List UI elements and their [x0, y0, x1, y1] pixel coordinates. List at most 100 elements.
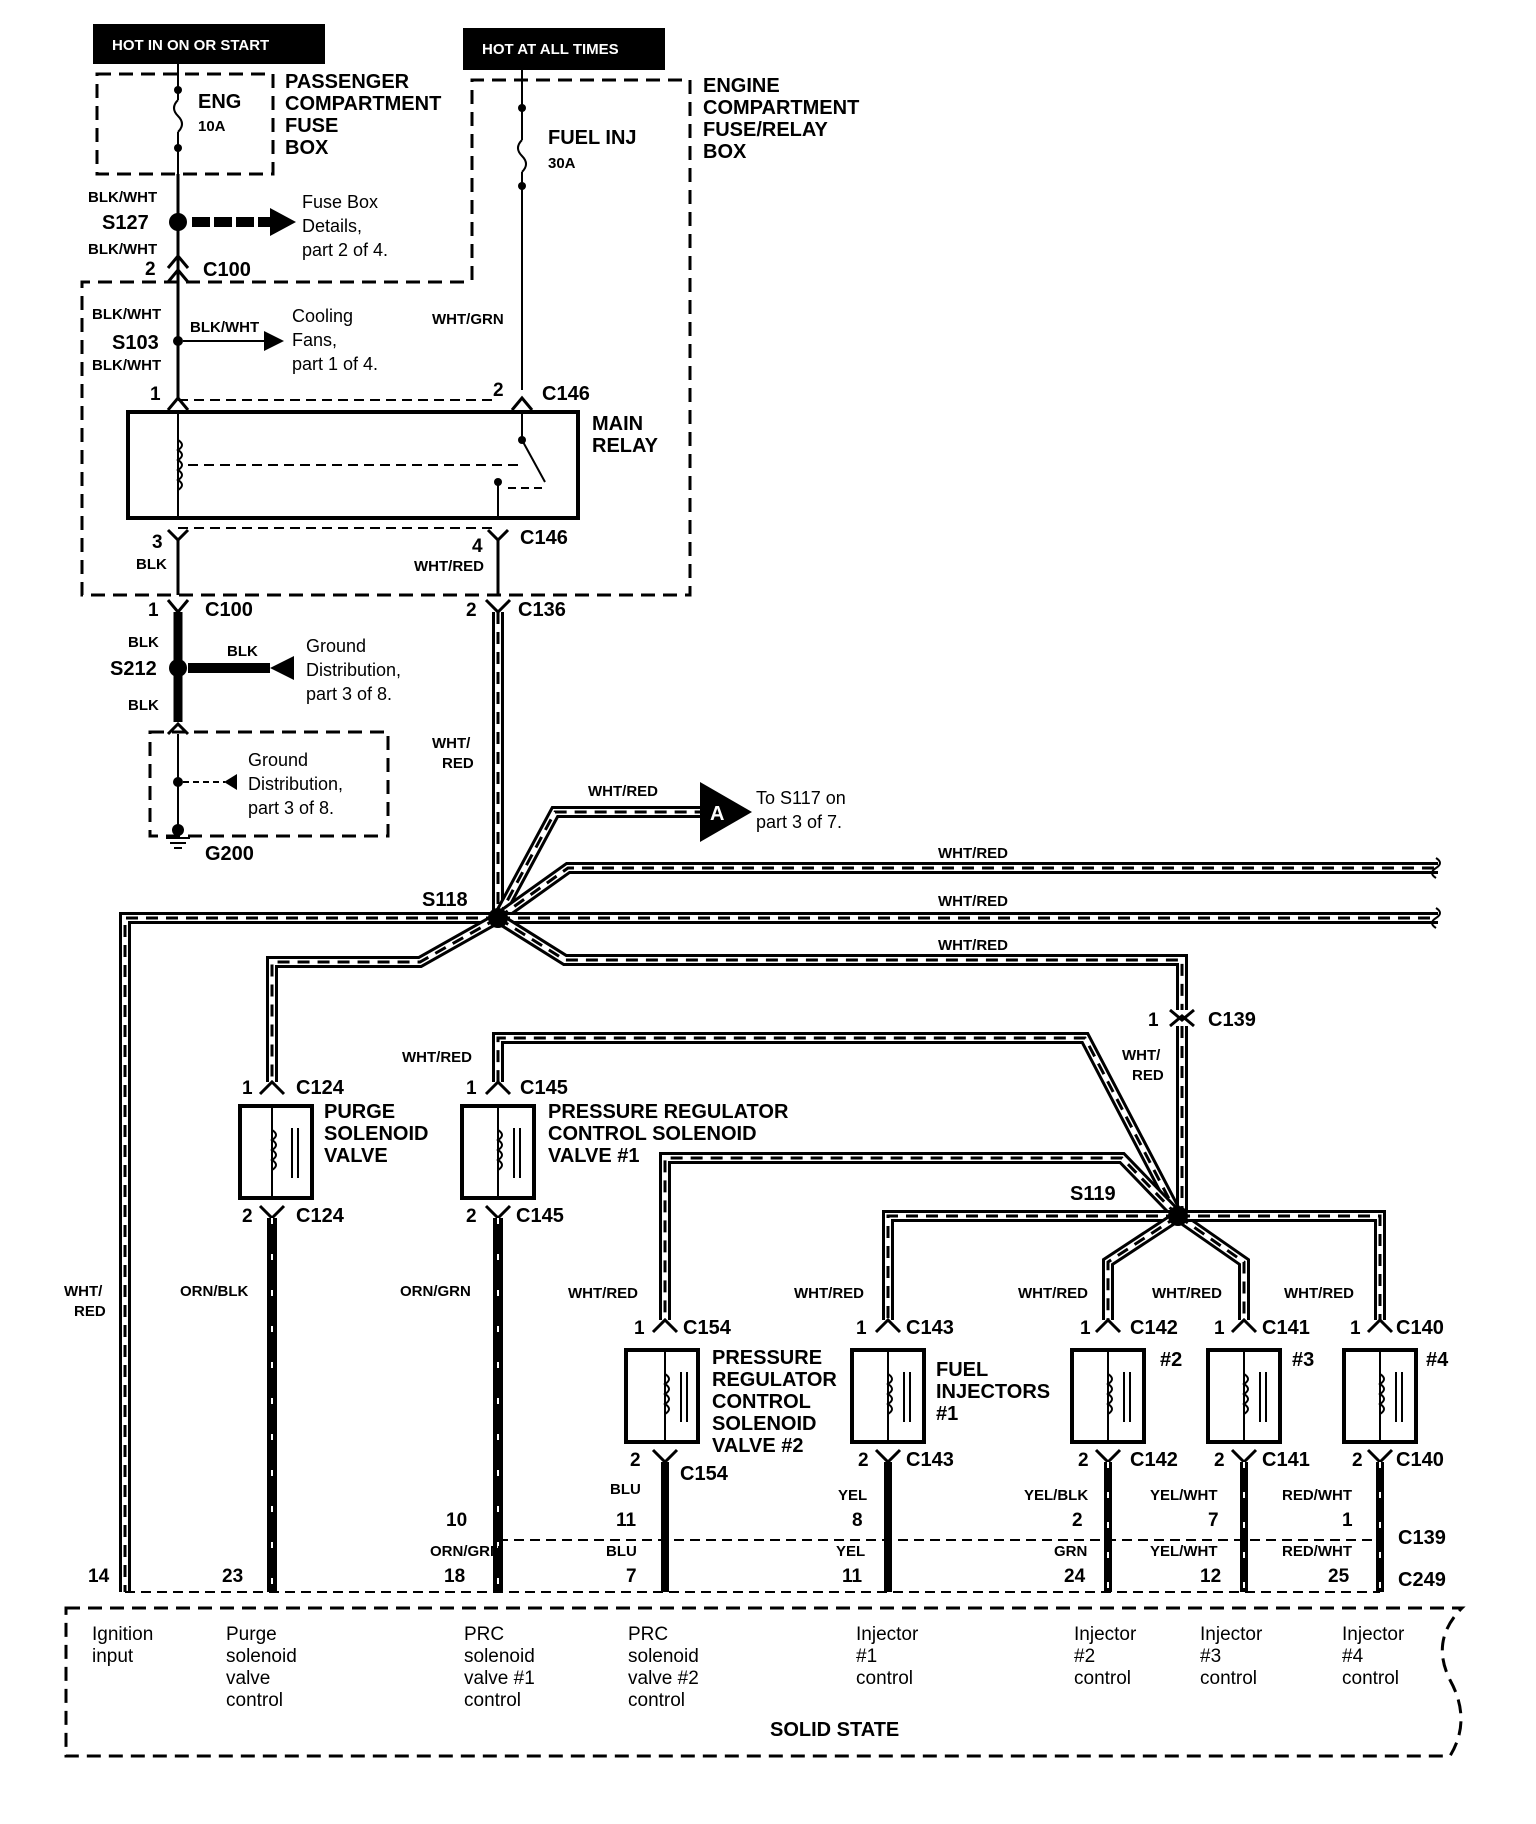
svg-text:C136: C136	[518, 599, 566, 621]
svg-text:C143: C143	[906, 1317, 954, 1339]
fuel-injector-1: 1 C143 WHT/RED FUEL INJECTORS #1 2 C143 …	[794, 1285, 1050, 1592]
cooling-fans-ref: BLK/WHT Cooling Fans, part 1 of 4.	[183, 306, 378, 374]
prc-solenoid-valve-1: 1 C145 PRESSURE REGULATOR CONTROL SOLENO…	[400, 1077, 789, 1592]
svg-text:10: 10	[446, 1510, 467, 1531]
solid-state-title: SOLID STATE	[770, 1719, 899, 1741]
svg-text:RED/WHT: RED/WHT	[1282, 1487, 1352, 1504]
fuel-inj-fuse-name: FUEL INJ	[548, 127, 637, 149]
svg-text:ORN/GRN: ORN/GRN	[400, 1283, 471, 1300]
svg-text:YEL/WHT: YEL/WHT	[1150, 1543, 1218, 1560]
svg-text:C100: C100	[205, 599, 253, 621]
svg-text:C146: C146	[520, 527, 568, 549]
fuel-inj-fuse: FUEL INJ 30A	[517, 70, 637, 390]
fuel-injector-2: 1 C142 WHT/RED #2 2 C142 YEL/BLK	[1018, 1285, 1182, 1592]
svg-text:RED: RED	[442, 755, 474, 772]
svg-text:Purge: Purge	[226, 1624, 277, 1645]
svg-text:FUSE/RELAY: FUSE/RELAY	[703, 119, 829, 141]
svg-text:C140: C140	[1396, 1449, 1444, 1471]
svg-text:REGULATOR: REGULATOR	[712, 1369, 837, 1391]
svg-text:valve: valve	[226, 1668, 270, 1689]
svg-text:#2: #2	[1074, 1646, 1095, 1667]
svg-text:1: 1	[856, 1318, 867, 1339]
svg-text:S119: S119	[1070, 1183, 1116, 1205]
svg-text:C142: C142	[1130, 1317, 1178, 1339]
svg-text:WHT/: WHT/	[1122, 1047, 1161, 1064]
svg-text:#4: #4	[1342, 1646, 1364, 1667]
svg-text:RELAY: RELAY	[592, 435, 659, 457]
svg-text:SOLENOID: SOLENOID	[712, 1413, 816, 1435]
svg-text:3: 3	[152, 532, 163, 553]
svg-text:MAIN: MAIN	[592, 413, 643, 435]
svg-text:S127: S127	[102, 212, 149, 234]
svg-text:BLK/WHT: BLK/WHT	[92, 357, 161, 374]
c249-row: 14 23 18 7 11 24 12 25 C249 ORN/GRN BLU …	[64, 1283, 1446, 1593]
svg-text:COMPARTMENT: COMPARTMENT	[285, 93, 441, 115]
svg-text:BLU: BLU	[610, 1481, 641, 1498]
svg-text:1: 1	[1080, 1318, 1091, 1339]
svg-text:control: control	[1074, 1668, 1131, 1689]
svg-text:2: 2	[466, 600, 477, 621]
svg-text:Ground: Ground	[306, 636, 366, 656]
svg-text:1: 1	[634, 1318, 645, 1339]
svg-text:BOX: BOX	[703, 141, 747, 163]
svg-text:S212: S212	[110, 658, 157, 680]
svg-text:A: A	[710, 803, 724, 825]
svg-text:BLK: BLK	[128, 634, 159, 651]
svg-text:Fans,: Fans,	[292, 330, 337, 350]
svg-text:control: control	[1200, 1668, 1257, 1689]
svg-text:RED: RED	[74, 1303, 106, 1320]
svg-text:SOLENOID: SOLENOID	[324, 1123, 428, 1145]
svg-text:PRESSURE: PRESSURE	[712, 1347, 822, 1369]
svg-text:BLK: BLK	[136, 556, 167, 573]
svg-text:#4: #4	[1426, 1349, 1449, 1371]
svg-text:WHT/: WHT/	[64, 1283, 103, 1300]
svg-text:part 2 of 4.: part 2 of 4.	[302, 240, 388, 260]
svg-text:solenoid: solenoid	[628, 1646, 699, 1667]
svg-text:24: 24	[1064, 1566, 1086, 1587]
svg-text:YEL/WHT: YEL/WHT	[1150, 1487, 1218, 1504]
svg-text:BLK/WHT: BLK/WHT	[88, 241, 157, 258]
svg-text:1: 1	[1148, 1010, 1159, 1031]
svg-text:2: 2	[1214, 1450, 1225, 1471]
svg-text:CONTROL: CONTROL	[712, 1391, 811, 1413]
fuel-injector-3: 1 C141 WHT/RED #3 2 C141 YEL/WHT	[1150, 1285, 1314, 1592]
wht-red-prc1-label: WHT/RED	[402, 1049, 472, 1066]
svg-text:INJECTORS: INJECTORS	[936, 1381, 1050, 1403]
svg-text:23: 23	[222, 1566, 243, 1587]
eng-fuse: ENG 10A	[173, 64, 241, 174]
svg-text:C124: C124	[296, 1205, 345, 1227]
svg-text:Injector: Injector	[1342, 1624, 1405, 1645]
svg-text:WHT/RED: WHT/RED	[568, 1285, 638, 1302]
svg-text:C154: C154	[680, 1463, 729, 1485]
fuse-box-details-ref: Fuse Box Details, part 2 of 4.	[192, 192, 388, 260]
svg-text:VALVE #2: VALVE #2	[712, 1435, 804, 1457]
wht-grn-label: WHT/GRN	[432, 311, 504, 328]
svg-text:To S117 on: To S117 on	[756, 788, 846, 808]
svg-text:14: 14	[88, 1566, 110, 1587]
wht-red-label-3: WHT/RED	[938, 937, 1008, 954]
svg-text:#3: #3	[1292, 1349, 1314, 1371]
svg-text:YEL: YEL	[838, 1487, 867, 1504]
svg-text:7: 7	[626, 1566, 637, 1587]
svg-text:RED/WHT: RED/WHT	[1282, 1543, 1352, 1560]
svg-text:C142: C142	[1130, 1449, 1178, 1471]
svg-text:control: control	[464, 1690, 521, 1711]
svg-text:RED: RED	[1132, 1067, 1164, 1084]
header-hot-at-all-times: HOT AT ALL TIMES	[463, 28, 665, 70]
svg-text:ORN/GRN: ORN/GRN	[430, 1543, 501, 1560]
svg-text:Injector: Injector	[1200, 1624, 1263, 1645]
fuel-injector-4: 1 C140 WHT/RED #4 2 C140 RED/WHT	[1282, 1285, 1449, 1592]
svg-text:S103: S103	[112, 332, 159, 354]
svg-text:FUSE: FUSE	[285, 115, 338, 137]
wht-red-label-1: WHT/RED	[938, 845, 1008, 862]
svg-text:VALVE: VALVE	[324, 1145, 388, 1167]
svg-text:1: 1	[242, 1078, 253, 1099]
eng-fuse-rating: 10A	[198, 118, 226, 135]
prc-solenoid-valve-2: 1 C154 WHT/RED PRESSURE REGULATOR CONTRO…	[568, 1285, 837, 1592]
svg-text:11: 11	[616, 1510, 637, 1531]
svg-text:PRESSURE REGULATOR: PRESSURE REGULATOR	[548, 1101, 789, 1123]
svg-text:BLK/WHT: BLK/WHT	[92, 306, 161, 323]
engine-fuse-relay-box-label: ENGINE COMPARTMENT FUSE/RELAY BOX	[703, 75, 859, 163]
svg-text:WHT/RED: WHT/RED	[1284, 1285, 1354, 1302]
